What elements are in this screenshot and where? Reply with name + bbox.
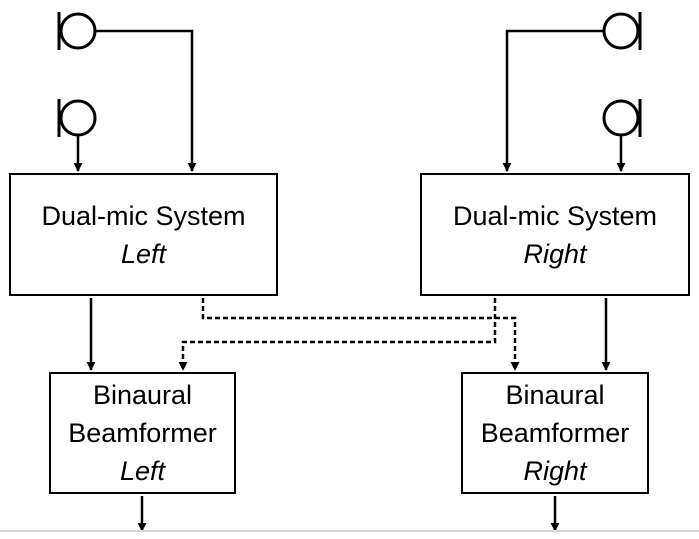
binaural-beamformer-right-line2: Beamformer	[480, 418, 630, 448]
binaural-beamformer-left-line2: Beamformer	[68, 418, 217, 448]
dual-mic-system-right-side: Right	[523, 238, 587, 269]
microphone-icon-left-top	[57, 12, 97, 50]
wire-left-mic-top	[95, 29, 197, 172]
dual-mic-system-left-title: Dual-mic System	[41, 200, 246, 231]
binaural-beamformer-right-line1: Binaural	[505, 380, 605, 410]
microphone-icon-left-bottom	[57, 99, 97, 137]
microphone-icon-right-top	[602, 12, 642, 50]
dual-mic-system-left-side: Left	[120, 238, 167, 269]
microphone-icon-right-bottom	[602, 99, 642, 137]
wire-dual-right-to-beamformer-left	[178, 298, 497, 371]
binaural-beamformer-right-block: Binaural Beamformer Right	[461, 372, 649, 494]
dual-mic-system-right-block: Dual-mic System Right	[420, 173, 690, 296]
bottom-divider	[0, 530, 699, 532]
binaural-beamformer-left-block: Binaural Beamformer Left	[49, 372, 236, 494]
binaural-beamformer-left-line1: Binaural	[92, 380, 193, 410]
dual-mic-system-right-title: Dual-mic System	[452, 200, 658, 231]
dual-mic-system-left-block: Dual-mic System Left	[9, 173, 278, 296]
binaural-beamformer-right-side: Right	[523, 456, 587, 486]
binaural-beamformer-left-side: Left	[119, 456, 166, 486]
wire-right-mic-top	[502, 29, 604, 172]
wire-dual-left-to-beamformer-right	[201, 298, 520, 371]
